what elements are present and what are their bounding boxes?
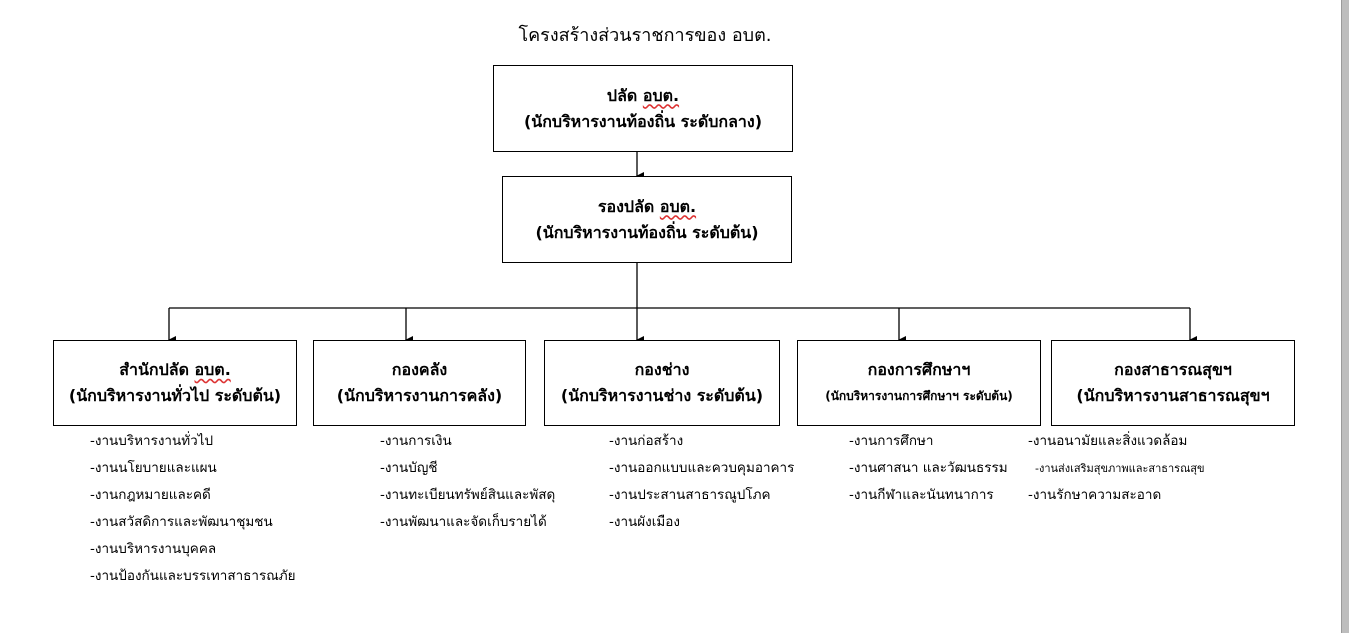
task-item: -งานบัญชี [380, 460, 438, 476]
division-box-education: กองการศึกษาฯ (นักบริหารงานการศึกษาฯ ระดั… [797, 340, 1041, 426]
division-4-task-list: -งานการศึกษา -งานศาสนา และวัฒนธรรม -งานก… [849, 428, 1008, 509]
deputy-box-title-prefix: รองปลัด [597, 196, 660, 216]
task-item: -งานผังเมือง [609, 514, 680, 530]
task-item: -งานการเงิน [380, 433, 452, 449]
top-box-title-prefix: ปลัด [606, 85, 643, 105]
task-item: -งานป้องกันและบรรเทาสาธารณภัย [90, 568, 296, 584]
division-1-task-list: -งานบริหารงานทั่วไป -งานนโยบายและแผน -งา… [90, 428, 296, 590]
division-1-subtitle: (นักบริหารงานทั่วไป ระดับต้น) [68, 386, 282, 405]
division-2-subtitle: (นักบริหารงานการคลัง) [336, 386, 503, 405]
division-5-title: กองสาธารณสุขฯ [1114, 360, 1232, 379]
task-item: -งานก่อสร้าง [609, 433, 684, 449]
task-item: -งานส่งเสริมสุขภาพและสาธารณสุข [1035, 462, 1205, 475]
division-3-task-list: -งานก่อสร้าง -งานออกแบบและควบคุมอาคาร -ง… [609, 428, 794, 536]
division-box-finance: กองคลัง (นักบริหารงานการคลัง) [313, 340, 526, 426]
division-1-title-prefix: สำนักปลัด [119, 360, 195, 379]
task-item: -งานรักษาความสะอาด [1028, 487, 1162, 503]
task-item: -งานทะเบียนทรัพย์สินและพัสดุ [380, 487, 556, 503]
task-item: -งานศาสนา และวัฒนธรรม [849, 460, 1008, 476]
chart-title: โครงสร้างส่วนราชการของ อบต. [518, 25, 772, 46]
top-box-subtitle: (นักบริหารงานท้องถิ่น ระดับกลาง) [523, 111, 763, 131]
division-1-title-org: อบต. [194, 360, 231, 379]
division-3-title: กองช่าง [634, 360, 690, 379]
task-item: -งานสวัสดิการและพัฒนาชุมชน [90, 514, 273, 530]
task-item: -งานอนามัยและสิ่งแวดล้อม [1028, 433, 1188, 449]
task-item: -งานการศึกษา [849, 433, 934, 449]
deputy-box: รองปลัด อบต. (นักบริหารงานท้องถิ่น ระดับ… [502, 176, 792, 263]
division-5-task-list: -งานอนามัยและสิ่งแวดล้อม -งานส่งเสริมสุข… [1028, 428, 1205, 509]
deputy-box-title: รองปลัด อบต. [598, 194, 696, 220]
top-box-title-org: อบต. [642, 85, 680, 105]
task-item: -งานบริหารงานบุคคล [90, 541, 217, 557]
division-4-subtitle: (นักบริหารงานการศึกษาฯ ระดับต้น) [825, 389, 1013, 403]
division-box-public-health: กองสาธารณสุขฯ (นักบริหารงานสาธารณสุขฯ [1051, 340, 1295, 426]
division-2-title: กองคลัง [391, 360, 448, 379]
task-item: -งานนโยบายและแผน [90, 460, 217, 476]
division-5-subtitle: (นักบริหารงานสาธารณสุขฯ [1076, 386, 1270, 405]
deputy-box-title-org: อบต. [659, 196, 697, 216]
task-item: -งานประสานสาธารณูปโภค [609, 487, 771, 503]
division-4-title: กองการศึกษาฯ [867, 360, 971, 379]
task-item: -งานกีฬาและนันทนาการ [849, 487, 994, 503]
task-item: -งานออกแบบและควบคุมอาคาร [609, 460, 795, 476]
task-item: -งานพัฒนาและจัดเก็บรายได้ [380, 514, 547, 530]
division-box-engineering: กองช่าง (นักบริหารงานช่าง ระดับต้น) [544, 340, 780, 426]
division-2-task-list: -งานการเงิน -งานบัญชี -งานทะเบียนทรัพย์ส… [380, 428, 555, 536]
top-box-palad: ปลัด อบต. (นักบริหารงานท้องถิ่น ระดับกลา… [493, 65, 793, 152]
task-item: -งานกฎหมายและคดี [90, 487, 211, 503]
top-box-title: ปลัด อบต. [607, 83, 679, 109]
division-1-title: สำนักปลัด อบต. [119, 357, 231, 383]
deputy-box-subtitle: (นักบริหารงานท้องถิ่น ระดับต้น) [535, 222, 759, 242]
task-item: -งานบริหารงานทั่วไป [90, 433, 214, 449]
page-edge [1341, 0, 1349, 633]
division-box-office: สำนักปลัด อบต. (นักบริหารงานทั่วไป ระดับ… [53, 340, 297, 426]
division-3-subtitle: (นักบริหารงานช่าง ระดับต้น) [560, 386, 764, 405]
